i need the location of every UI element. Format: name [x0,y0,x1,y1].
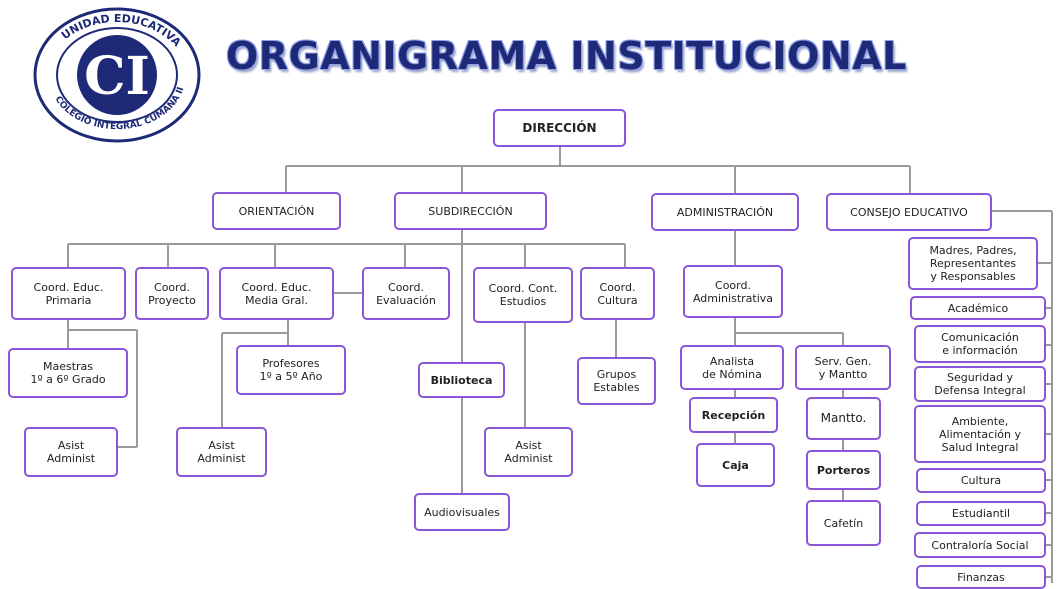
node-profesores: Profesores 1º a 5º Año [236,345,346,395]
node-biblioteca: Biblioteca [418,362,505,398]
node-recepcion: Recepción [689,397,778,433]
node-madres-padres: Madres, Padres, Representantes y Respons… [908,237,1038,290]
node-cafetin: Cafetín [806,500,881,546]
node-coord-control-estudios: Coord. Cont. Estudios [473,267,573,323]
node-coord-cultura: Coord. Cultura [580,267,655,320]
node-coord-administrativa: Coord. Administrativa [683,265,783,318]
node-coord-proyecto: Coord. Proyecto [135,267,209,320]
logo-monogram: CI [84,46,150,107]
node-consejo-educativo: CONSEJO EDUCATIVO [826,193,992,231]
node-administracion: ADMINISTRACIÓN [651,193,799,231]
node-coord-media: Coord. Educ. Media Gral. [219,267,334,320]
node-seguridad: Seguridad y Defensa Integral [914,366,1046,402]
node-comunicacion: Comunicación e información [914,325,1046,363]
node-asist-administ-control: Asist Administ [484,427,573,477]
node-finanzas: Finanzas [916,565,1046,589]
node-ambiente: Ambiente, Alimentación y Salud Integral [914,405,1046,463]
node-analista-nomina: Analista de Nómina [680,345,784,390]
school-logo: UNIDAD EDUCATIVA COLEGIO INTEGRAL CUMANA… [33,7,201,143]
node-estudiantil: Estudiantil [916,501,1046,526]
node-subdireccion: SUBDIRECCIÓN [394,192,547,230]
node-coord-primaria: Coord. Educ. Primaria [11,267,126,320]
node-coord-evaluacion: Coord. Evaluación [362,267,450,320]
node-serv-gen-mantto: Serv. Gen. y Mantto [795,345,891,390]
node-academico: Académico [910,296,1046,320]
node-maestras: Maestras 1º a 6º Grado [8,348,128,398]
page-title: ORGANIGRAMA INSTITUCIONAL [226,34,907,78]
node-grupos-estables: Grupos Estables [577,357,656,405]
node-contraloria-social: Contraloría Social [914,532,1046,558]
node-direccion: DIRECCIÓN [493,109,626,147]
node-orientacion: ORIENTACIÓN [212,192,341,230]
node-porteros: Porteros [806,450,881,490]
node-caja: Caja [696,443,775,487]
node-asist-administ-media: Asist Administ [176,427,267,477]
node-audiovisuales: Audiovisuales [414,493,510,531]
node-asist-administ-primaria: Asist Administ [24,427,118,477]
node-cultura-consejo: Cultura [916,468,1046,493]
node-mantto: Mantto. [806,397,881,440]
